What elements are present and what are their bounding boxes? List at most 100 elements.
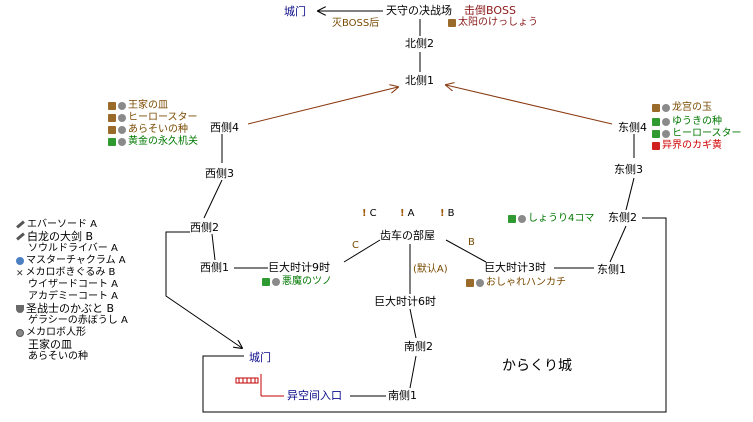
list-item: ソウルドライバー A bbox=[28, 243, 118, 254]
east2-item: しょうり4コマ bbox=[508, 213, 594, 224]
item-label: おしゃれハンカチ bbox=[486, 277, 566, 288]
gem-icon bbox=[662, 103, 670, 112]
bag-icon bbox=[108, 113, 116, 122]
list-item: 王家の皿 bbox=[28, 339, 72, 350]
gem-icon bbox=[518, 214, 526, 223]
item-label: 王家の皿 bbox=[28, 338, 72, 351]
node-south2[interactable]: 南侧2 bbox=[404, 340, 433, 353]
alert-icon: ! bbox=[400, 208, 405, 219]
gem-icon bbox=[662, 117, 670, 126]
item-label: メカロボ人形 bbox=[26, 327, 86, 338]
warp-hatch-icon bbox=[235, 377, 259, 384]
item-label: ゲラシーの赤ぼうし A bbox=[28, 315, 128, 326]
annotation-after-boss: 灭BOSS后 bbox=[332, 18, 380, 29]
bag-icon bbox=[652, 103, 660, 112]
bag-icon bbox=[652, 129, 660, 138]
node-clock3[interactable]: 巨大时计3时 bbox=[484, 261, 546, 274]
list-item: ゆうきの种 bbox=[652, 116, 722, 127]
branch-label: A bbox=[407, 208, 415, 219]
bag-icon bbox=[652, 141, 660, 150]
item-label: アカデミーコート A bbox=[28, 291, 119, 302]
bag-icon bbox=[652, 117, 660, 126]
list-item: ウイザードコート A bbox=[28, 279, 118, 290]
node-east1[interactable]: 东侧1 bbox=[597, 263, 626, 276]
node-west1[interactable]: 西侧1 bbox=[200, 261, 229, 274]
branch-mark-c: !C bbox=[362, 208, 377, 219]
item-label: 异界のカギ黄 bbox=[662, 140, 722, 151]
node-clock6[interactable]: 巨大时计6时 bbox=[374, 295, 436, 308]
node-north1[interactable]: 北侧1 bbox=[405, 74, 434, 87]
helmet-icon bbox=[16, 304, 24, 313]
item-label: 龙宫の玉 bbox=[672, 102, 712, 113]
item-label: エバーソード A bbox=[27, 219, 98, 230]
item-label: 白龙の大剑 B bbox=[27, 230, 94, 243]
branch-mark-a: !A bbox=[400, 208, 414, 219]
gem-icon bbox=[118, 137, 126, 146]
sword-icon bbox=[16, 220, 25, 229]
node-east2[interactable]: 东侧2 bbox=[608, 211, 637, 224]
item-label: ヒーロースター bbox=[128, 112, 198, 123]
list-item: メカロボ人形 bbox=[16, 327, 86, 338]
item-label: あらそいの种 bbox=[28, 351, 88, 362]
node-other-world[interactable]: 异空间入口 bbox=[287, 389, 342, 402]
bag-icon bbox=[508, 214, 516, 223]
clock9-item: 悪魔のツノ bbox=[262, 276, 332, 287]
node-clock9[interactable]: 巨大时计9时 bbox=[268, 261, 330, 274]
node-east3[interactable]: 东侧3 bbox=[614, 163, 643, 176]
orb-icon bbox=[16, 256, 24, 265]
bag-icon bbox=[108, 137, 116, 146]
node-gear-room[interactable]: 齿车の部屋 bbox=[380, 229, 435, 242]
bag-icon bbox=[466, 278, 474, 287]
node-tenshu[interactable]: 天守の决战场 bbox=[386, 4, 452, 17]
map-paths bbox=[165, 11, 667, 413]
node-west3[interactable]: 西侧3 bbox=[205, 167, 234, 180]
list-item: 龙宫の玉 bbox=[652, 102, 712, 113]
sword-icon bbox=[16, 232, 25, 241]
node-east4[interactable]: 东侧4 bbox=[618, 121, 647, 134]
gem-icon bbox=[272, 277, 280, 286]
list-item: アカデミーコート A bbox=[28, 291, 118, 302]
alert-icon: ! bbox=[440, 208, 445, 219]
list-item: エバーソード A bbox=[16, 219, 97, 230]
item-label: マスターチャクラム A bbox=[26, 255, 126, 266]
castle-name: からくり城 bbox=[502, 358, 572, 374]
branch-mark-b: !B bbox=[440, 208, 454, 219]
gem-icon bbox=[118, 101, 126, 110]
bag-icon bbox=[262, 277, 270, 286]
node-gate-top[interactable]: 城门 bbox=[284, 5, 306, 18]
annotation-default-a: (默认A) bbox=[413, 264, 448, 275]
item-label: 悪魔のツノ bbox=[282, 276, 332, 287]
list-item: ✕メカロボきぐるみ B bbox=[16, 267, 115, 279]
node-gate-left[interactable]: 城门 bbox=[249, 351, 271, 364]
item-label: あらそいの种 bbox=[128, 124, 188, 135]
annotation-kill-boss: 击倒BOSS bbox=[464, 4, 516, 17]
item-label: 黄金の永久机关 bbox=[128, 136, 198, 147]
branch-label: B bbox=[447, 208, 455, 219]
item-label: 圣战士のかぶと B bbox=[26, 302, 115, 315]
item-label: ソウルドライバー A bbox=[28, 243, 118, 254]
branch-label: C bbox=[369, 208, 377, 219]
item-label: ゆうきの种 bbox=[672, 116, 722, 127]
bag-icon bbox=[448, 18, 456, 27]
sun-crystal-label: 太阳のけっしょう bbox=[458, 17, 538, 28]
list-item: 异界のカギ黄 bbox=[652, 140, 722, 151]
alert-icon: ! bbox=[362, 208, 367, 219]
node-west4[interactable]: 西侧4 bbox=[210, 121, 239, 134]
node-north2[interactable]: 北侧2 bbox=[405, 37, 434, 50]
item-label: しょうり4コマ bbox=[528, 213, 595, 224]
list-item: ヒーロースター bbox=[652, 128, 742, 139]
edge-label-c: C bbox=[352, 240, 359, 251]
list-item: 黄金の永久机关 bbox=[108, 136, 198, 147]
x-icon: ✕ bbox=[16, 268, 24, 279]
list-item: 白龙の大剑 B bbox=[16, 231, 93, 242]
gear-icon bbox=[16, 328, 24, 337]
item-label: 王家の皿 bbox=[128, 100, 168, 111]
list-item: ヒーロースター bbox=[108, 112, 198, 123]
node-south1[interactable]: 南侧1 bbox=[388, 389, 417, 402]
item-label: ウイザードコート A bbox=[28, 279, 119, 290]
node-west2[interactable]: 西侧2 bbox=[190, 221, 219, 234]
item-label: ヒーロースター bbox=[672, 128, 742, 139]
list-item: 王家の皿 bbox=[108, 100, 168, 111]
list-item: 圣战士のかぶと B bbox=[16, 303, 114, 314]
